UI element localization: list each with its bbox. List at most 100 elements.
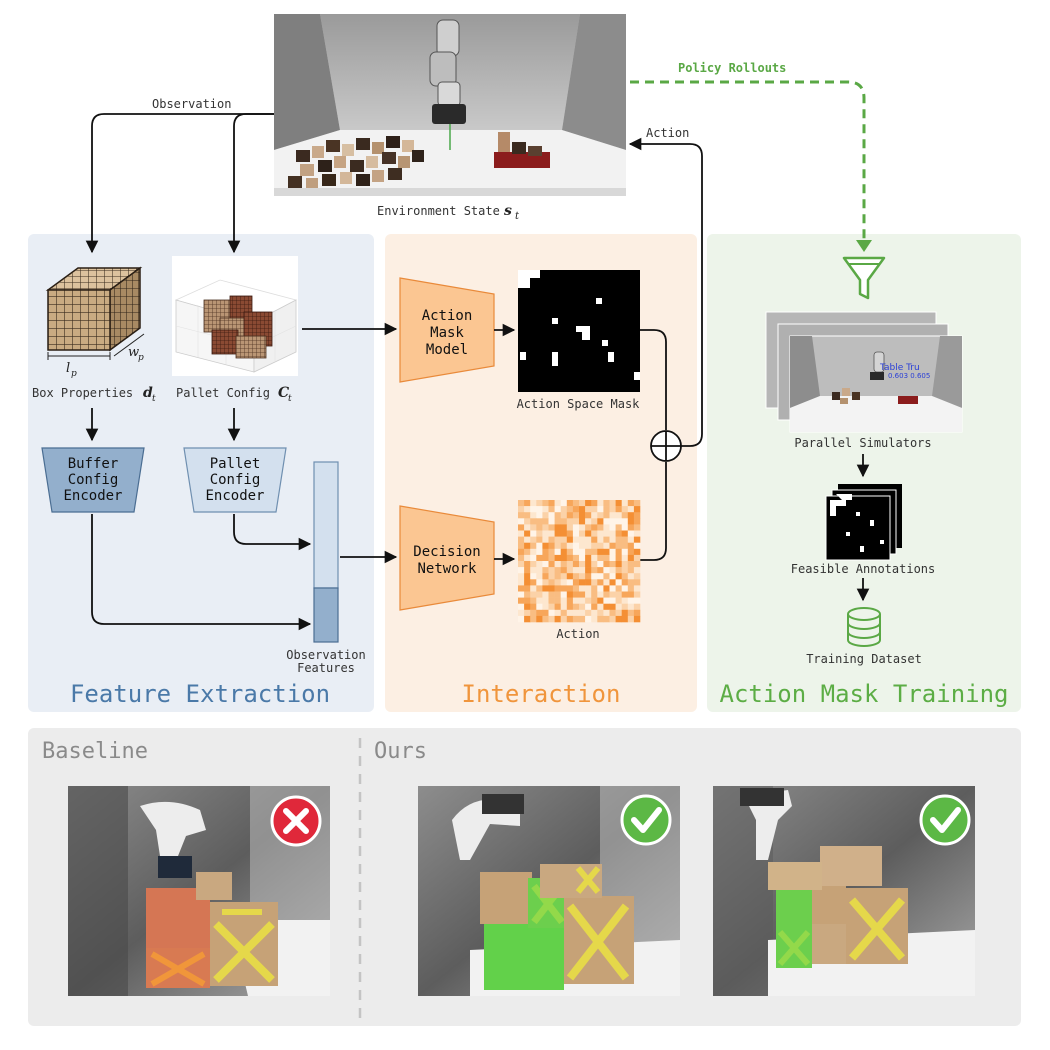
heatmap-cell [542, 512, 549, 519]
action-heatmap [518, 500, 641, 623]
heatmap-cell [615, 548, 622, 556]
heatmap-cell [615, 554, 622, 562]
env-state-subscript: t [515, 211, 520, 222]
heatmap-cell [560, 585, 568, 592]
heatmap-cell [566, 500, 574, 507]
heatmap-cell [627, 579, 635, 586]
heatmap-cell [530, 567, 537, 574]
heatmap-cell [591, 536, 598, 543]
heatmap-cell [572, 542, 580, 550]
heatmap-cell [579, 585, 586, 592]
heatmap-cell [627, 524, 635, 531]
heatmap-cell [633, 500, 641, 507]
heatmap-cell [621, 591, 629, 598]
heatmap-cell [530, 530, 537, 537]
heatmap-cell [536, 573, 543, 580]
funnel-icon [842, 256, 886, 300]
heatmap-cell [609, 512, 616, 519]
heatmap-cell [530, 512, 537, 519]
heatmap-cell [609, 609, 616, 617]
heatmap-cell [603, 561, 610, 568]
heatmap-cell [554, 542, 561, 550]
heatmap-cell [633, 603, 641, 611]
heatmap-cell [524, 512, 531, 519]
action-mask-model: Action Mask Model [399, 277, 495, 383]
heatmap-cell [585, 567, 592, 574]
heatmap-cell [621, 500, 629, 507]
action-mask-model-line-2: Mask [430, 325, 464, 341]
heatmap-cell [560, 597, 568, 604]
heatmap-cell [603, 512, 610, 519]
observation-features-bar [313, 461, 339, 643]
heatmap-cell [572, 500, 580, 507]
heatmap-cell [548, 561, 555, 568]
heatmap-cell [627, 530, 635, 537]
heatmap-cell [542, 585, 549, 592]
ours-photo-2 [713, 786, 975, 996]
heatmap-cell [572, 609, 580, 617]
heatmap-cell [579, 603, 586, 611]
baseline-label: Baseline [42, 739, 148, 764]
heatmap-cell [566, 548, 574, 556]
heatmap-cell [621, 518, 629, 525]
heatmap-cell [572, 524, 580, 531]
heatmap-cell [621, 579, 629, 586]
heatmap-cell [633, 542, 641, 550]
heatmap-cell [633, 530, 641, 537]
heatmap-cell [560, 506, 568, 513]
heatmap-cell [621, 585, 629, 592]
heatmap-cell [603, 609, 610, 617]
pallet-encoder-line-1: Pallet [210, 456, 261, 472]
heatmap-cell [615, 506, 622, 513]
heatmap-cell [530, 579, 537, 586]
heatmap-cell [621, 536, 629, 543]
heatmap-cell [627, 603, 635, 611]
heatmap-cell [603, 567, 610, 574]
heatmap-cell [530, 524, 537, 531]
heatmap-cell [536, 585, 543, 592]
heatmap-cell [615, 500, 622, 507]
heatmap-cell [548, 573, 555, 580]
heatmap-cell [536, 554, 543, 562]
heatmap-cell [579, 615, 586, 623]
heatmap-cell [609, 561, 616, 568]
action-return-arrow [628, 137, 703, 447]
heatmap-cell [566, 530, 574, 537]
heatmap-cell [597, 536, 604, 543]
heatmap-cell [633, 609, 641, 617]
heatmap-cell [524, 548, 531, 556]
heatmap-cell [530, 518, 537, 525]
heatmap-cell [585, 573, 592, 580]
heatmap-cell [585, 585, 592, 592]
heatmap-cell [621, 567, 629, 574]
heatmap-cell [603, 591, 610, 598]
heatmap-cell [572, 548, 580, 556]
database-icon [847, 607, 881, 647]
heatmap-cell [542, 609, 549, 617]
heatmap-cell [548, 524, 555, 531]
heatmap-cell [518, 542, 525, 550]
heatmap-cell [603, 597, 610, 604]
heatmap-cell [609, 536, 616, 543]
heatmap-cell [627, 615, 635, 623]
heatmap-cell [627, 548, 635, 556]
heatmap-cell [536, 500, 543, 507]
heatmap-cell [530, 585, 537, 592]
buffer-config-encoder: Buffer Config Encoder [41, 447, 145, 513]
observation-label: Observation [152, 97, 231, 111]
heatmap-cell [597, 615, 604, 623]
pallet-config-encoder: Pallet Config Encoder [183, 447, 287, 513]
heatmap-cell [572, 512, 580, 519]
heatmap-cell [536, 524, 543, 531]
heatmap-cell [524, 579, 531, 586]
heatmap-cell [518, 536, 525, 543]
heatmap-cell [621, 609, 629, 617]
parallel-simulators-label: Parallel Simulators [794, 436, 931, 450]
heatmap-cell [633, 615, 641, 623]
heatmap-cell [621, 561, 629, 568]
heatmap-cell [536, 615, 543, 623]
heatmap-cell [560, 518, 568, 525]
heatmap-cell [615, 597, 622, 604]
heatmap-cell [554, 554, 561, 562]
